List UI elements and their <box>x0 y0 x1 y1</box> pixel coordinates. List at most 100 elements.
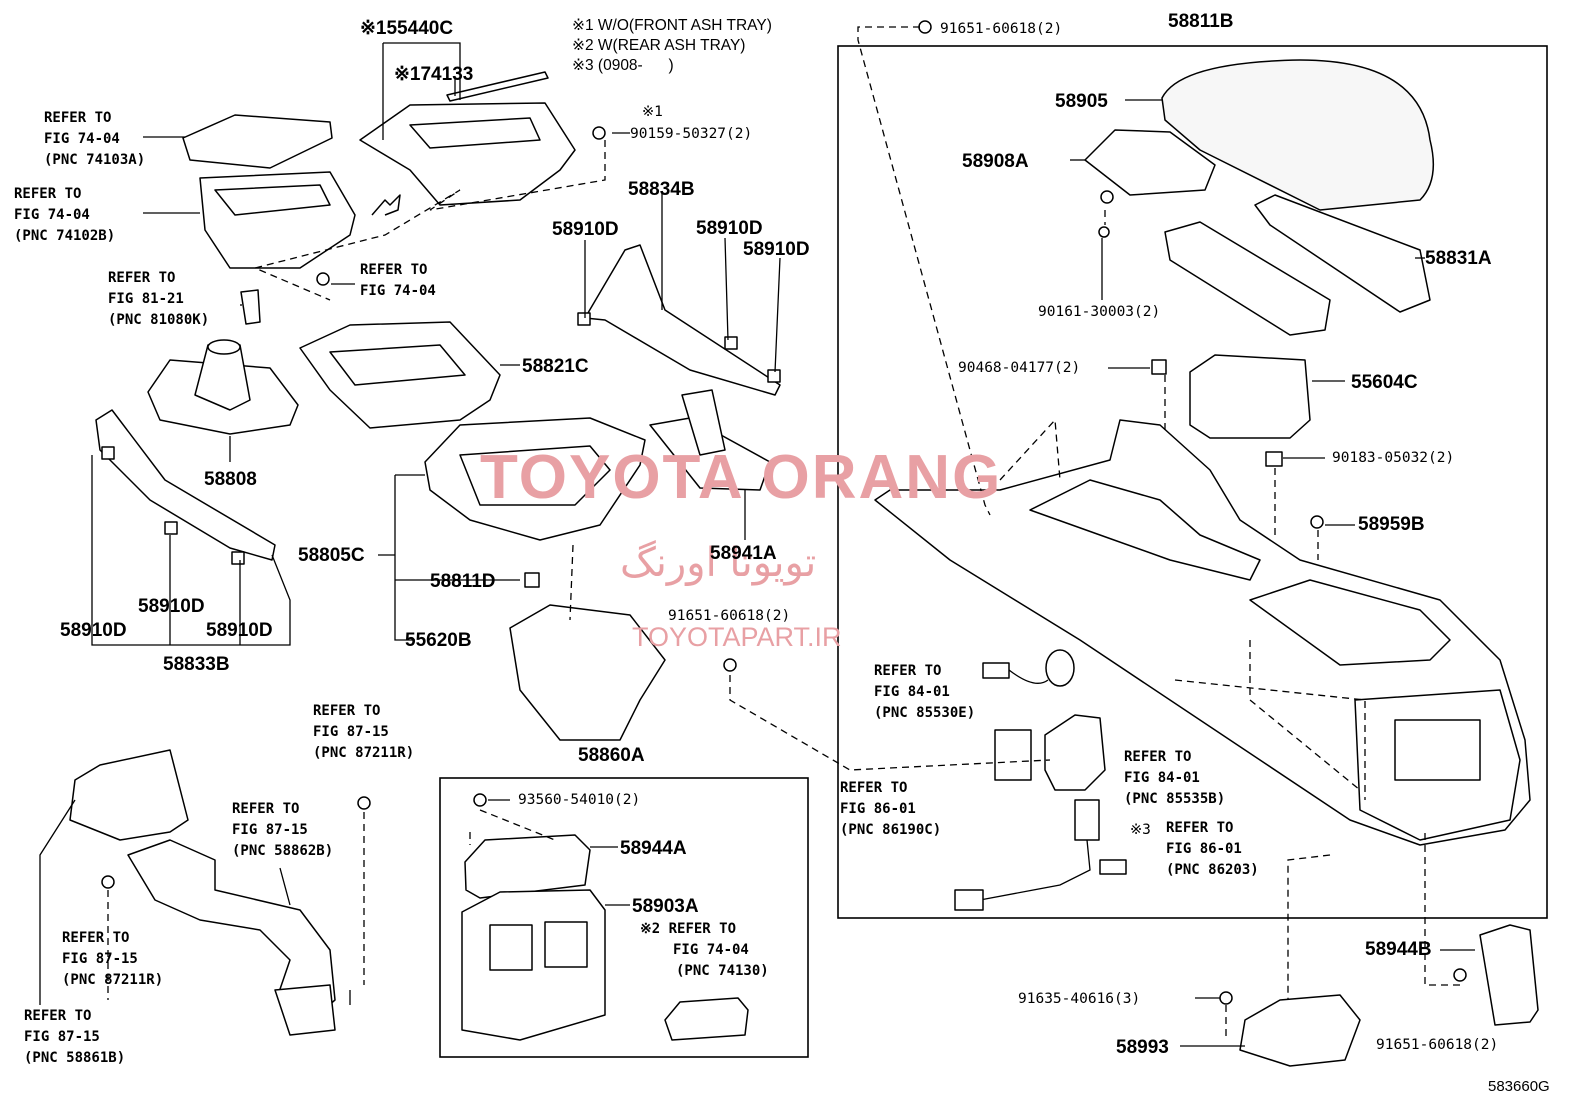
vent-left <box>489 924 533 971</box>
hinge-58908a <box>1084 129 1216 196</box>
part-58910d-c: 58910D <box>743 239 810 260</box>
usb-86190c <box>994 729 1032 781</box>
leader-58833b <box>91 455 291 646</box>
ref-line: (PNC 87211R) <box>313 745 415 761</box>
ref-line: FIG 81-21 <box>108 291 184 307</box>
vent-right <box>544 921 588 968</box>
part-58910d-e: 58910D <box>60 620 127 641</box>
ref-line: (PNC 74130) <box>676 963 769 979</box>
part-91651-bot: 91651-60618(2) <box>1376 1037 1499 1053</box>
part-90161: 90161-30003(2) <box>1038 304 1161 320</box>
part-58805c: 58805C <box>298 545 365 566</box>
ref-line: REFER TO <box>874 663 942 679</box>
ref-line: REFER TO <box>14 186 82 202</box>
ref-line: REFER TO <box>840 780 908 796</box>
part-58910d-d: 58910D <box>138 596 205 617</box>
ashtray-housing-55440c <box>359 102 576 206</box>
ref-line: FIG 87-15 <box>232 822 308 838</box>
ref-line: REFER TO <box>1166 820 1234 836</box>
armrest-58905 <box>1161 59 1435 211</box>
bolt-91651-top <box>918 20 932 34</box>
part-90183: 90183-05032(2) <box>1332 450 1455 466</box>
ref-line: REFER TO <box>360 262 428 278</box>
ref-line: REFER TO <box>313 703 381 719</box>
leader-55440c <box>382 42 461 140</box>
cover-58944a <box>464 834 591 899</box>
clip-58910d-f <box>231 551 245 565</box>
clip-58811d <box>524 572 540 588</box>
ref-line: REFER TO <box>44 110 112 126</box>
ref-74130: ※2 REFER TO FIG 74-04 (PNC 74130) <box>640 919 769 982</box>
clip-90468 <box>1151 359 1167 375</box>
ref-line: FIG 86-01 <box>1166 841 1242 857</box>
ref-7404: REFER TO FIG 74-04 <box>360 260 436 302</box>
part-91651-top: 91651-60618(2) <box>940 21 1063 37</box>
ref-85530e: REFER TO FIG 84-01 (PNC 85530E) <box>874 661 975 724</box>
panel-58834b <box>584 244 781 396</box>
ref-86203: REFER TO FIG 86-01 (PNC 86203) <box>1166 818 1259 881</box>
note-marker-3: ※3 <box>1130 822 1151 838</box>
ref-line: REFER TO <box>24 1008 92 1024</box>
note-marker-1: ※1 <box>642 104 663 120</box>
box-55620b <box>509 604 666 741</box>
clip-58910d-d <box>101 446 115 460</box>
part-58941a: 58941A <box>710 543 777 564</box>
screw-90161 <box>1098 226 1110 238</box>
leader-58834b <box>584 193 781 373</box>
part-58910d-a: 58910D <box>552 219 619 240</box>
bolt-91651-mid <box>723 658 737 672</box>
ref-81080k: REFER TO FIG 81-21 (PNC 81080K) <box>108 268 209 331</box>
ref-line: (PNC 58862B) <box>232 843 334 859</box>
plug-86203 <box>1074 799 1100 841</box>
ref-line: FIG 87-15 <box>313 724 389 740</box>
part-91651-mid: 91651-60618(2) <box>668 608 791 624</box>
trim-58833b <box>95 409 276 561</box>
ref-line: FIG 87-15 <box>62 951 138 967</box>
part-58903a: 58903A <box>632 896 699 917</box>
part-58811b: 58811B <box>1168 11 1234 32</box>
ref-line: (PNC 74103A) <box>44 152 146 168</box>
bracket-81080k <box>240 289 261 325</box>
bolt-93560 <box>473 793 487 807</box>
ref-line: (PNC 85535B) <box>1124 791 1226 807</box>
socket-85530e <box>1045 649 1075 687</box>
figure-code: 583660G <box>1488 1078 1550 1095</box>
bolt-7404 <box>316 272 330 286</box>
part-58944a: 58944A <box>620 838 687 859</box>
socket-85535b <box>1044 714 1106 791</box>
ref-line: REFER TO <box>1124 749 1192 765</box>
screw-58908a <box>1100 190 1114 204</box>
bolt-91651-bot <box>1453 968 1467 982</box>
clip-58910d-a <box>577 312 591 326</box>
ref-87211r-top: REFER TO FIG 87-15 (PNC 87211R) <box>313 701 414 764</box>
bolt-90159 <box>592 126 606 140</box>
part-90159: 90159-50327(2) <box>630 126 753 142</box>
part-58910d-f: 58910D <box>206 620 273 641</box>
bracket-58993 <box>1239 994 1361 1067</box>
part-58831a: 58831A <box>1425 248 1492 269</box>
part-58944b: 58944B <box>1365 939 1432 960</box>
ref-line: FIG 84-01 <box>874 684 950 700</box>
part-58959b: 58959B <box>1358 514 1425 535</box>
ref-line: REFER TO <box>62 930 130 946</box>
ref-line: (PNC 86203) <box>1166 862 1259 878</box>
part-55440c: ※155440C <box>360 18 454 39</box>
leader-58805c <box>378 474 520 641</box>
part-55604c: 55604C <box>1351 372 1418 393</box>
ref-line: REFER TO <box>108 270 176 286</box>
connector-85530e <box>982 662 1010 679</box>
part-58811d: 58811D <box>430 571 496 592</box>
box-55604c <box>1189 354 1311 439</box>
ref-line: (PNC 85530E) <box>874 705 976 721</box>
part-91635: 91635-40616(3) <box>1018 991 1141 1007</box>
shift-panel-58941a <box>649 417 771 491</box>
part-58860a: 58860A <box>578 745 645 766</box>
ref-line: FIG 74-04 <box>673 942 749 958</box>
rear-vent-group-box <box>439 777 809 1058</box>
ref-87211r-bot: REFER TO FIG 87-15 (PNC 87211R) <box>62 928 163 991</box>
part-58808: 58808 <box>204 469 257 490</box>
ref-line: (PNC 81080K) <box>108 312 210 328</box>
ref-line: FIG 74-04 <box>360 283 436 299</box>
